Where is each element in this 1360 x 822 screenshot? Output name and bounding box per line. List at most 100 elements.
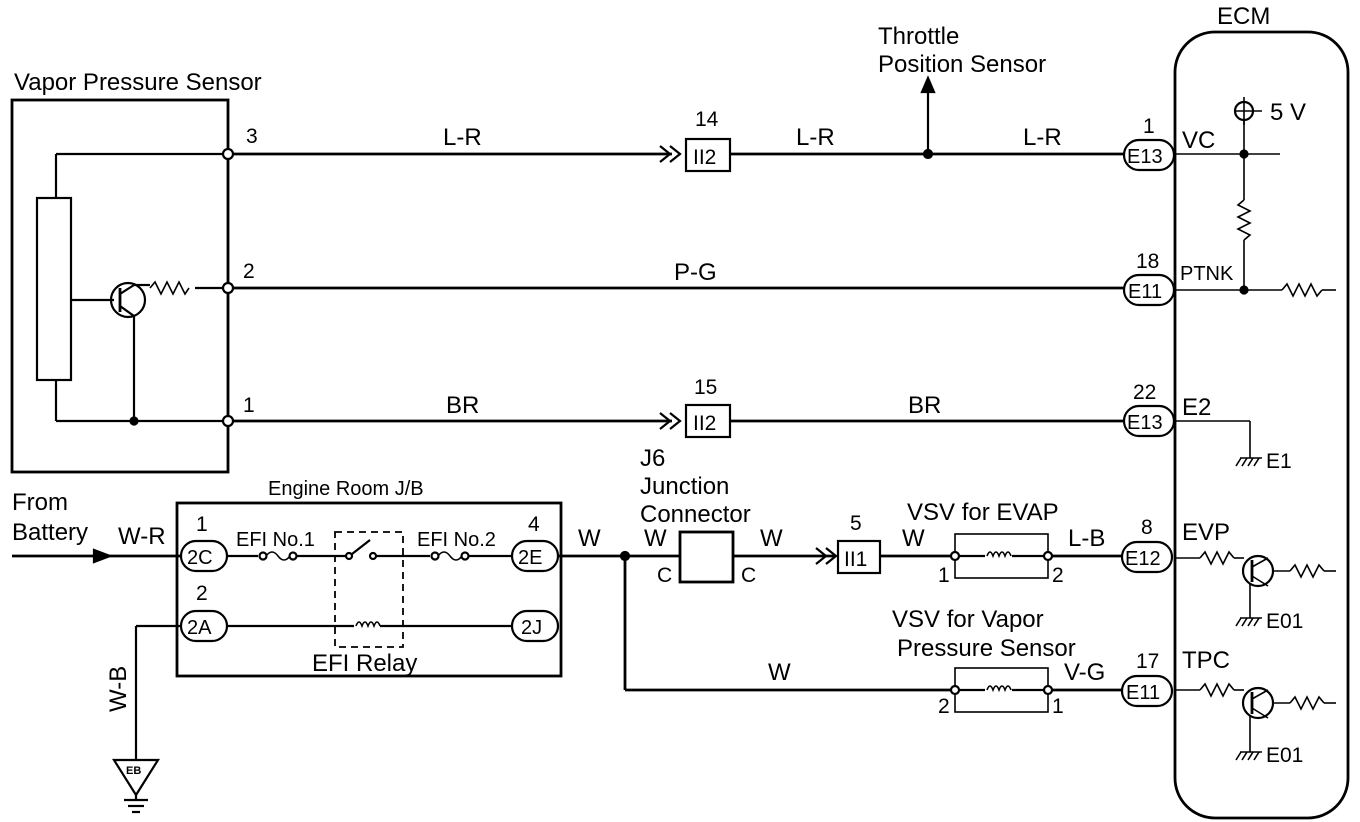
vsv-vapor-line2: Pressure Sensor <box>897 635 1076 662</box>
vsv-vapor-pin-left: 2 <box>938 695 950 718</box>
ground-e01-evp: E01 <box>1266 610 1303 633</box>
j6-pin-left: C <box>657 564 672 587</box>
ecm-terminal-name-evp: EVP <box>1182 519 1230 546</box>
evp-transistor <box>1241 554 1275 588</box>
ii2-top-pin: 14 <box>695 108 719 131</box>
ecm-terminal-evp: 8 E12 EVP <box>1120 516 1230 574</box>
fuse2-label: EFI No.2 <box>417 529 496 551</box>
sensor-transistor <box>109 281 147 319</box>
ecm-terminal-e2: 22 E13 E2 <box>1122 381 1211 438</box>
wire-label-vc-b: L-R <box>796 124 835 151</box>
ecm-outline <box>1173 30 1350 820</box>
j6-pin-right: C <box>741 564 756 587</box>
jb-title: Engine Room J/B <box>268 478 424 500</box>
sensor-resistor <box>149 280 190 296</box>
ecm-connector-tpc: E11 <box>1126 682 1160 704</box>
jb-pin-2a: 2 <box>196 582 208 605</box>
fuse1-label: EFI No.1 <box>236 529 315 551</box>
jb-pin-2c: 1 <box>196 513 208 536</box>
vsv-evap: VSV for EVAP 1 2 L-B <box>907 499 1122 587</box>
jb-box <box>175 501 563 678</box>
wire-label-battery: W-R <box>118 523 166 550</box>
ecm-pin-tpc: 17 <box>1136 650 1159 673</box>
j6-junction-connector: J6 Junction Connector W C C W <box>640 445 838 587</box>
fuse-efi-no1 <box>265 551 291 561</box>
ecm-pin-e2: 22 <box>1133 381 1156 404</box>
wire-label-tpc-in: W <box>768 659 791 686</box>
ecm-connector-e2: E13 <box>1127 412 1163 434</box>
ground-e01-tpc: E01 <box>1266 744 1303 767</box>
jb-conn-2c: 2C <box>187 547 213 569</box>
ii2-top-code: II2 <box>693 146 716 169</box>
vapor-sensor-pin-3: 3 <box>246 125 258 148</box>
pullup-resistor <box>1236 199 1252 241</box>
ecm-terminal-tpc: 17 E11 TPC <box>1120 647 1230 708</box>
wire-label-jb-out: W <box>578 525 601 552</box>
throttle-position-sensor-label: Throttle Position Sensor <box>878 23 1046 78</box>
wire-label-ptnk: P-G <box>674 259 717 286</box>
vapor-sensor-title: Vapor Pressure Sensor <box>14 69 262 96</box>
ecm-connector-vc: E13 <box>1127 146 1163 168</box>
jb-pin-2e: 4 <box>528 513 540 536</box>
fuse-efi-no2 <box>437 551 463 561</box>
relay-coil <box>355 621 381 629</box>
j6-box <box>678 530 735 584</box>
wire-label-vc-c: L-R <box>1023 124 1062 151</box>
ii1-pin: 5 <box>850 512 862 535</box>
ground-e1: E1 <box>1266 450 1292 473</box>
ecm-connector-evp: E12 <box>1125 548 1161 570</box>
vsv-evap-coil <box>986 551 1012 559</box>
vsv-evap-pin-left: 1 <box>938 564 950 587</box>
vsv-evap-pin-right: 2 <box>1052 564 1064 587</box>
ecm-pin-ptnk: 18 <box>1136 250 1159 273</box>
vsv-vapor-pressure: VSV for Vapor Pressure Sensor 2 1 V-G <box>892 606 1122 718</box>
ground-eb-label: EB <box>126 765 141 777</box>
j6-line2: Junction <box>640 473 729 500</box>
j6-line1: J6 <box>640 445 665 472</box>
wire-label-e2-b: BR <box>908 392 941 419</box>
jb-conn-2e: 2E <box>518 547 542 569</box>
ecm-pin-evp: 8 <box>1141 516 1153 539</box>
ecm-terminal-name-ptnk: PTNK <box>1180 263 1234 285</box>
ecm-terminal-name-tpc: TPC <box>1182 647 1230 674</box>
wire-e2: BR 15 II2 BR <box>233 376 1124 439</box>
wire-label-ground: W-B <box>105 666 132 712</box>
ecm-terminal-name-vc: VC <box>1182 127 1215 154</box>
ecm-block: ECM 5 V E1 <box>1173 3 1350 820</box>
relay-label: EFI Relay <box>312 650 417 677</box>
ecm-title: ECM <box>1217 3 1270 30</box>
vsv-evap-title: VSV for EVAP <box>907 499 1059 526</box>
ecm-connector-ptnk: E11 <box>1128 281 1162 303</box>
throttle-line2: Position Sensor <box>878 51 1046 78</box>
wire-vc: L-R 14 II2 L-R L-R <box>233 75 1124 173</box>
battery-feed: From Battery W-R <box>12 489 180 564</box>
vsv-vapor-line1: VSV for Vapor <box>892 606 1044 633</box>
ecm-terminal-vc: 1 E13 VC <box>1122 115 1215 172</box>
tpc-transistor <box>1241 686 1275 720</box>
ii1-code: II1 <box>844 548 867 571</box>
ii1-connector: 5 II1 W <box>836 512 955 575</box>
wire-label-vc-a: L-R <box>443 124 482 151</box>
ecm-terminal-name-e2: E2 <box>1182 394 1211 421</box>
throttle-line1: Throttle <box>878 23 959 50</box>
wire-label-j6-out: W <box>760 525 783 552</box>
vapor-pressure-sensor: Vapor Pressure Sensor 3 2 1 <box>10 69 262 474</box>
jb-conn-2j: 2J <box>521 617 542 639</box>
wire-w-distribution: W W <box>558 525 955 692</box>
ecm-terminal-ptnk: 18 E11 PTNK <box>1122 250 1234 307</box>
ptnk-resistor <box>1281 282 1323 298</box>
ii2-bottom-code: II2 <box>693 412 716 435</box>
ii2-bottom-pin: 15 <box>694 376 717 399</box>
vsv-vapor-coil <box>986 685 1012 693</box>
sensor-element <box>35 196 73 382</box>
wire-label-j6-in: W <box>644 525 667 552</box>
battery-line2: Battery <box>12 519 88 546</box>
wire-ptnk: P-G <box>233 259 1124 290</box>
jb-conn-2a: 2A <box>187 617 212 639</box>
wire-label-evap-in: W <box>902 525 925 552</box>
relay-dashed-box <box>334 531 404 648</box>
j6-line3: Connector <box>640 501 751 528</box>
vsv-vapor-pin-right: 1 <box>1052 695 1064 718</box>
vapor-sensor-pin-2: 2 <box>243 260 255 283</box>
